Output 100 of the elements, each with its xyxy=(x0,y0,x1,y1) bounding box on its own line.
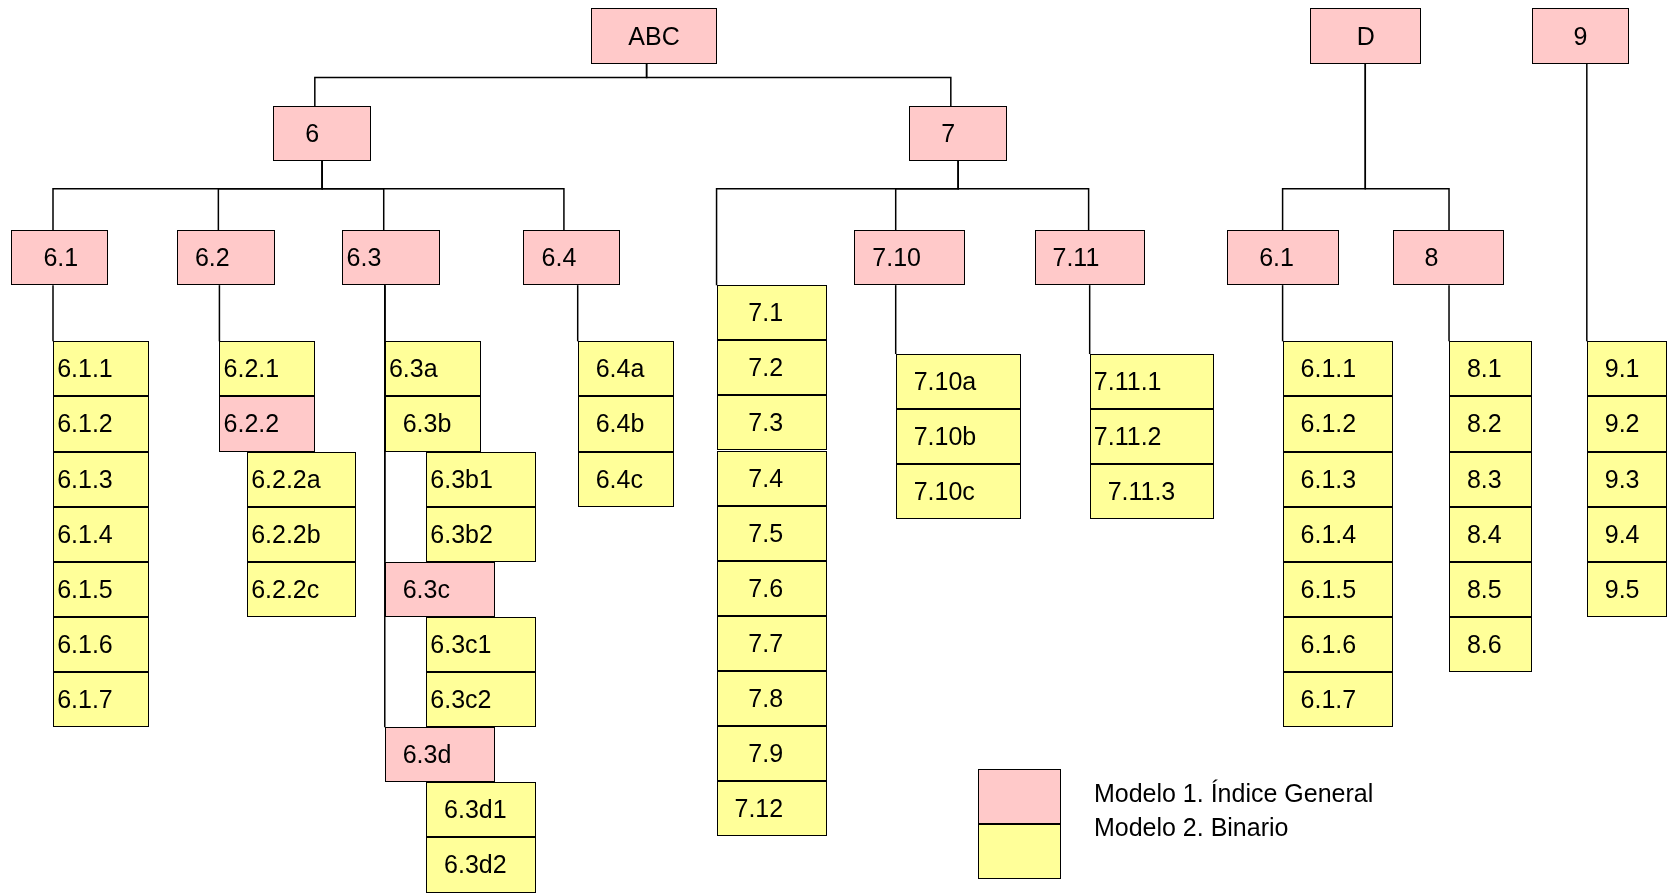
node-label: 6.4c xyxy=(595,466,643,492)
tree-node-box xyxy=(716,726,827,782)
node-label: 6.3c2 xyxy=(430,687,492,713)
connector-line xyxy=(576,284,579,343)
tree-node-box xyxy=(1282,451,1393,507)
tree-node-box xyxy=(1531,8,1630,64)
node-label: 6.1.6 xyxy=(57,631,113,657)
tree-node-box xyxy=(53,672,150,728)
connector-line xyxy=(645,62,952,107)
node-label: 6.3b xyxy=(402,411,452,437)
node-label: 6.1.4 xyxy=(1300,521,1357,547)
node-label: 7 xyxy=(941,121,956,147)
tree-node-box xyxy=(1282,506,1393,562)
tree-node-box xyxy=(1449,506,1532,562)
tree-node-box xyxy=(246,561,357,617)
node-label: 9.1 xyxy=(1604,356,1640,382)
tree-node-box xyxy=(426,672,537,728)
connector-line xyxy=(218,284,221,343)
tree-node-box xyxy=(177,230,275,286)
node-label: 6.2.2b xyxy=(251,521,321,547)
node-label: 6.2.2 xyxy=(223,411,280,437)
node-label: D xyxy=(1356,23,1375,49)
node-label: 7.8 xyxy=(748,686,784,711)
tree-node-box xyxy=(1392,230,1505,286)
node-label: 9 xyxy=(1573,23,1588,49)
node-label: 6.3d2 xyxy=(444,852,507,878)
tree-node-box xyxy=(591,8,717,64)
node-label: 6.2.1 xyxy=(223,356,280,382)
node-label: 7.11.2 xyxy=(1093,424,1162,450)
tree-node-box xyxy=(384,727,495,783)
node-label: 7.11 xyxy=(1052,245,1100,271)
node-label: 7.2 xyxy=(748,355,784,381)
tree-node-box xyxy=(426,451,537,507)
node-label: 6.4b xyxy=(595,411,645,437)
tree-node-box xyxy=(384,341,482,397)
node-label: 6.3b2 xyxy=(430,521,493,547)
node-label: 6.2 xyxy=(194,245,230,271)
connector-line xyxy=(957,160,1090,231)
connector-line xyxy=(1448,284,1450,343)
tree-node-box xyxy=(1089,409,1214,465)
tree-node-box xyxy=(909,106,1007,162)
tree-node-box xyxy=(577,451,675,507)
node-label: 6.1.6 xyxy=(1300,631,1357,657)
node-label: 6.3c1 xyxy=(430,631,492,657)
legend-label: Modelo 1. Índice General xyxy=(1093,780,1374,808)
node-label: 7.11.1 xyxy=(1093,369,1162,395)
node-label: 6.1.4 xyxy=(57,521,113,547)
connector-line xyxy=(1088,284,1091,355)
tree-node-box xyxy=(1449,616,1532,672)
tree-node-box xyxy=(1449,341,1532,397)
node-label: 6.4a xyxy=(595,356,645,382)
tree-node-box xyxy=(895,354,1021,410)
node-label: 6.1.5 xyxy=(1300,576,1357,602)
node-label: 7.6 xyxy=(748,575,784,601)
tree-node-box xyxy=(1586,341,1668,397)
tree-node-box xyxy=(1089,464,1214,520)
node-label: 6.3d1 xyxy=(444,797,507,823)
node-label: 7.9 xyxy=(748,741,784,767)
tree-node-box xyxy=(1034,230,1145,286)
tree-node-box xyxy=(577,341,675,397)
tree-node-box xyxy=(1282,561,1393,617)
tree-node-box xyxy=(854,230,965,286)
tree-node-box xyxy=(273,106,371,162)
connector-line xyxy=(1586,62,1588,343)
connector-line xyxy=(52,284,54,343)
tree-node-box xyxy=(895,409,1021,465)
node-label: 9.5 xyxy=(1604,576,1640,602)
node-label: 7.10c xyxy=(913,479,975,505)
tree-node-box xyxy=(342,230,440,286)
node-label: 6.4 xyxy=(541,245,577,271)
tree-node-box xyxy=(53,451,150,507)
tree-node-box xyxy=(895,464,1021,520)
tree-node-box xyxy=(1586,561,1668,617)
tree-node-box xyxy=(1227,230,1339,286)
tree-node-box xyxy=(1282,672,1393,728)
tree-node-box xyxy=(1449,561,1532,617)
tree-node-box xyxy=(716,340,827,396)
node-label: 6.1.5 xyxy=(57,576,113,602)
tree-node-box xyxy=(219,396,315,452)
tree-node-box xyxy=(1586,506,1668,562)
tree-node-box xyxy=(716,285,827,341)
node-label: 6.3a xyxy=(388,356,438,382)
node-label: 6.3d xyxy=(402,742,452,768)
node-label: 8.2 xyxy=(1466,411,1502,437)
tree-node-box xyxy=(426,782,537,838)
node-label: 6.1.2 xyxy=(57,411,113,437)
node-label: 7.7 xyxy=(748,630,784,656)
tree-node-box xyxy=(10,230,109,286)
node-label: 9.2 xyxy=(1604,411,1640,437)
node-label: 8.1 xyxy=(1466,356,1502,382)
node-label: 6.1.7 xyxy=(1300,687,1357,713)
tree-node-box xyxy=(1586,396,1668,452)
node-label: 6.1.1 xyxy=(57,356,113,382)
node-label: 9.4 xyxy=(1604,521,1640,547)
tree-node-box xyxy=(1310,8,1422,64)
node-label: 7.10a xyxy=(913,369,977,395)
tree-node-box xyxy=(577,396,675,452)
node-label: 6.3 xyxy=(346,245,382,271)
tree-node-box xyxy=(1449,451,1532,507)
tree-node-box xyxy=(716,781,827,837)
